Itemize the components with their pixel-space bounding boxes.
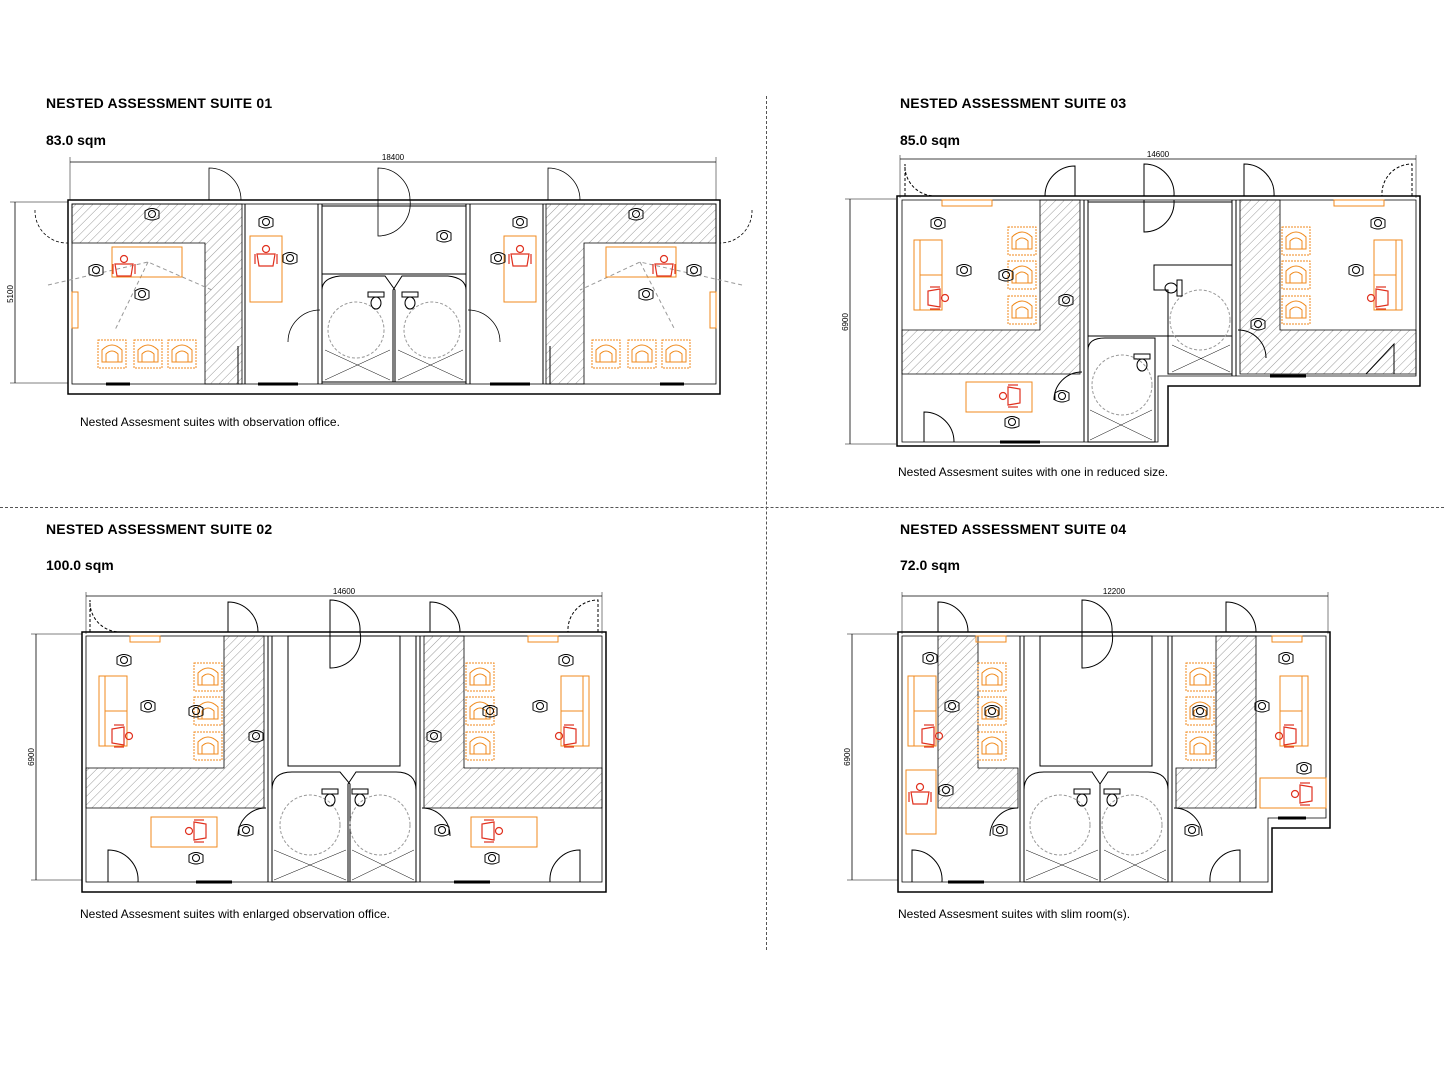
suite-04-caption: Nested Assesment suites with slim room(s…	[898, 907, 1131, 921]
suite-03-width-dim: 14600	[1147, 150, 1170, 159]
suite-02-area: 100.0 sqm	[46, 557, 114, 573]
suite-03-height-dim: 6900	[841, 313, 850, 331]
suite-01-plan	[10, 157, 753, 395]
suite-03-plan	[845, 155, 1421, 447]
suite-03-caption: Nested Assesment suites with one in redu…	[898, 465, 1169, 479]
suite-01-area: 83.0 sqm	[46, 132, 106, 148]
suite-04-plan	[847, 592, 1331, 893]
suite-02-width-dim: 14600	[333, 587, 356, 596]
suite-02-title: NESTED ASSESSMENT SUITE 02	[46, 521, 273, 537]
horizontal-divider	[0, 507, 1444, 508]
suite-03-title: NESTED ASSESSMENT SUITE 03	[900, 95, 1127, 111]
suite-01-title: NESTED ASSESSMENT SUITE 01	[46, 95, 273, 111]
suite-04-width-dim: 12200	[1103, 587, 1126, 596]
suite-02-caption: Nested Assesment suites with enlarged ob…	[80, 907, 390, 921]
suite-02-height-dim: 6900	[27, 748, 36, 766]
suite-01-caption: Nested Assesment suites with observation…	[80, 415, 340, 429]
suite-01-width-dim: 18400	[382, 153, 405, 162]
vertical-divider	[766, 96, 767, 950]
suite-04-height-dim: 6900	[843, 748, 852, 766]
suite-04-area: 72.0 sqm	[900, 557, 960, 573]
suite-02-plan	[31, 592, 607, 893]
suite-03-area: 85.0 sqm	[900, 132, 960, 148]
suite-01-height-dim: 5100	[6, 285, 15, 303]
suite-04-title: NESTED ASSESSMENT SUITE 04	[900, 521, 1127, 537]
